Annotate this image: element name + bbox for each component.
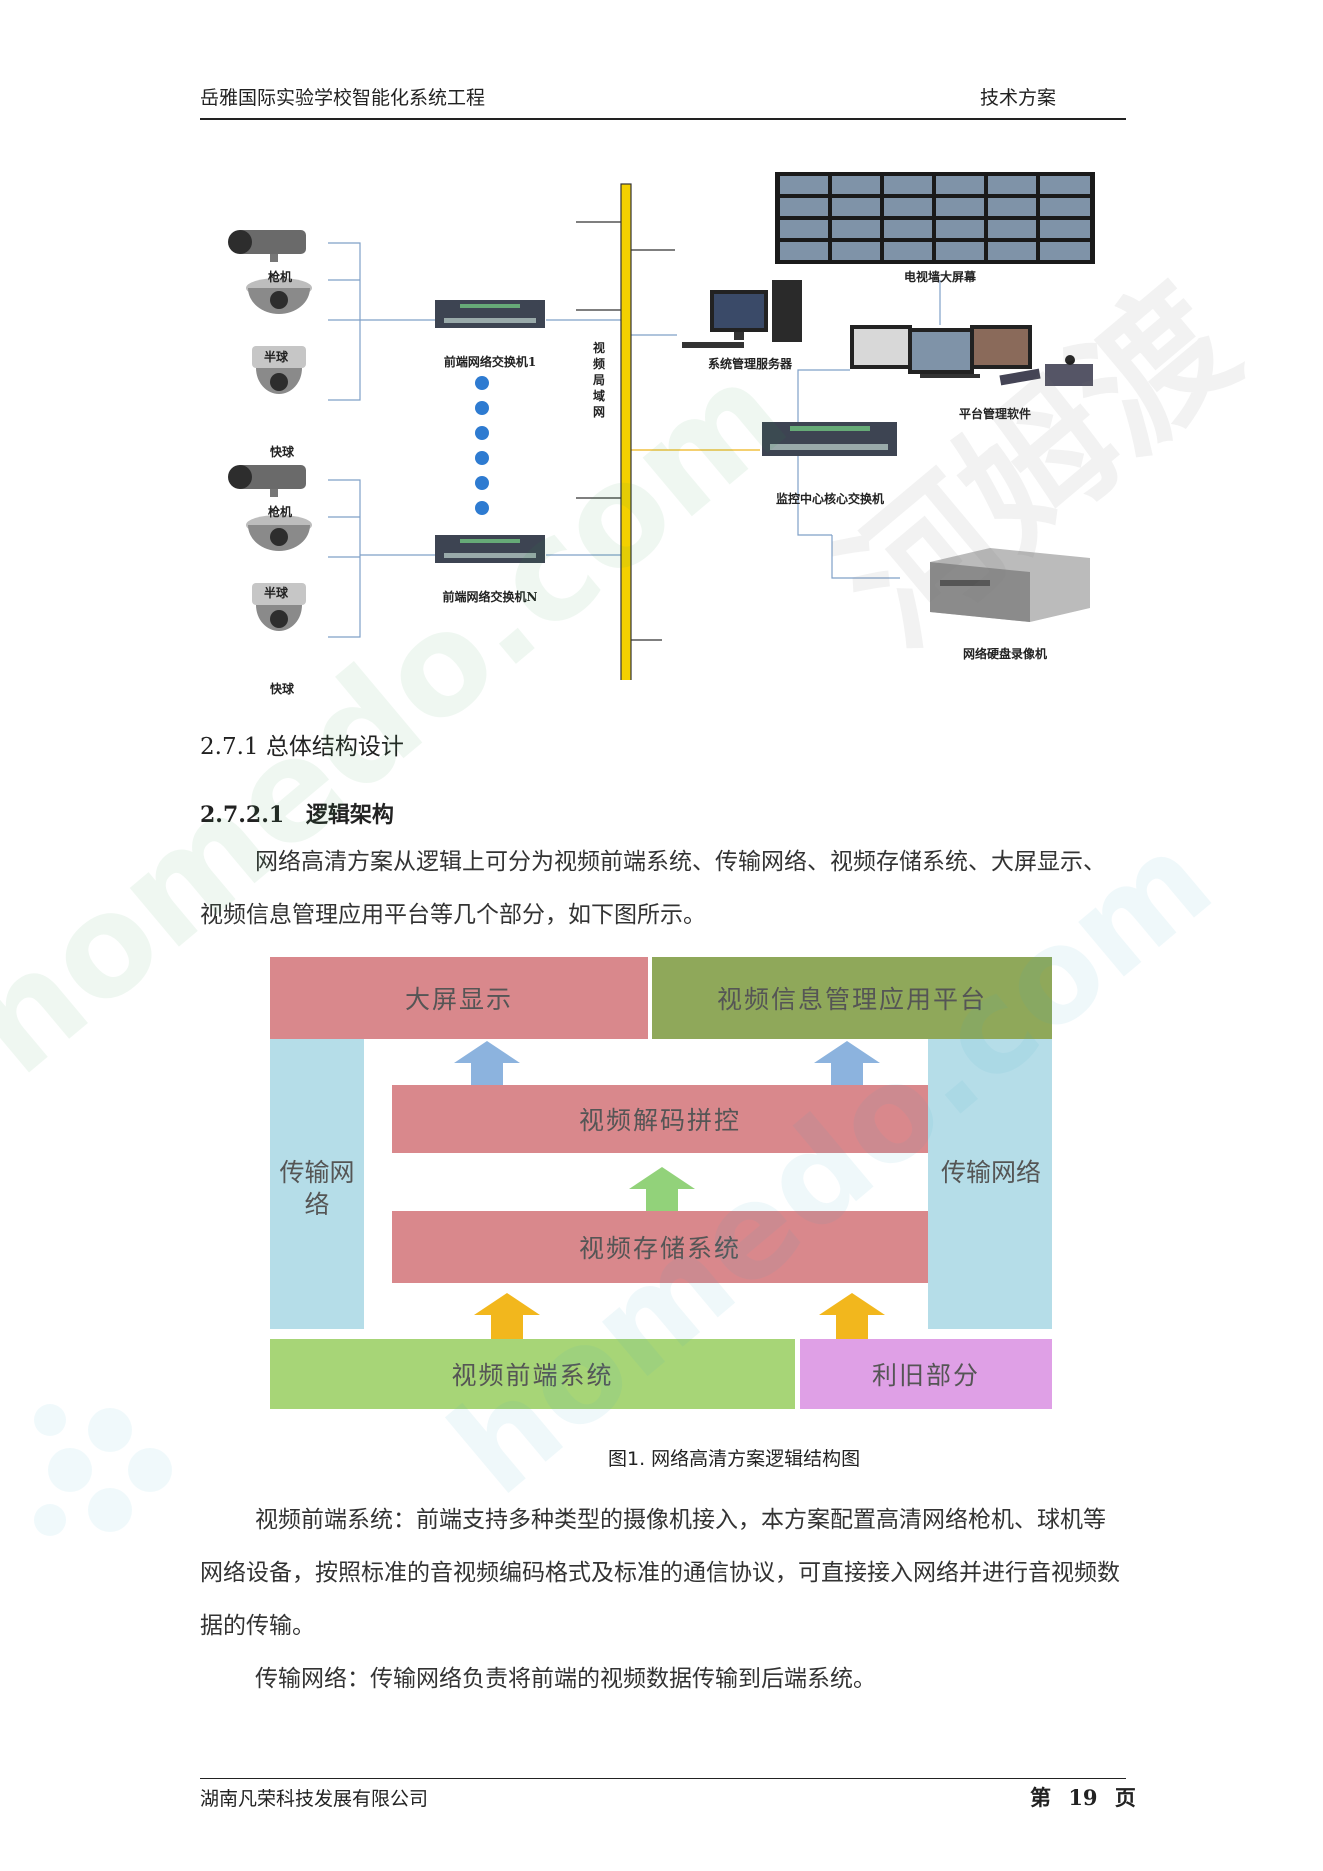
core-switch-label: 监控中心核心交换机 bbox=[775, 492, 884, 506]
camera-label: 快球 bbox=[269, 682, 294, 696]
transport-right-block bbox=[928, 1039, 1052, 1329]
switch-n-icon bbox=[435, 535, 545, 563]
up-arrow-icon bbox=[814, 1041, 880, 1085]
bullet-camera-icon bbox=[228, 465, 306, 497]
transport-right-label: 传输网络 bbox=[940, 1158, 1041, 1187]
subsection-title: 逻辑架构 bbox=[305, 802, 394, 828]
frontend-block: 视频前端系统 bbox=[270, 1339, 795, 1409]
logic-architecture-diagram: 传输网络 传输网络 大屏显示 视频信息管理应用平台 视频解码拼控 视频存储系统 … bbox=[270, 957, 1052, 1409]
video-wall-icon bbox=[775, 172, 1095, 264]
switch-n-label: 前端网络交换机N bbox=[442, 590, 538, 604]
footer-rule bbox=[200, 1778, 1126, 1779]
video-wall-label: 电视墙大屏幕 bbox=[903, 270, 976, 284]
up-arrow-icon bbox=[819, 1293, 885, 1339]
server-label: 系统管理服务器 bbox=[707, 357, 792, 371]
footer-company: 湖南凡荣科技发展有限公司 bbox=[200, 1788, 429, 1810]
page-num: 19 bbox=[1068, 1785, 1098, 1810]
intro-text: 网络高清方案从逻辑上可分为视频前端系统、传输网络、视频存储系统、大屏显示、视频信… bbox=[200, 849, 1106, 928]
camera-label: 枪机 bbox=[267, 505, 292, 519]
up-arrow-icon bbox=[629, 1167, 695, 1211]
big-screen-block: 大屏显示 bbox=[270, 957, 648, 1039]
nvr-icon bbox=[930, 548, 1090, 622]
reuse-block: 利旧部分 bbox=[800, 1339, 1052, 1409]
platform-monitors-icon bbox=[850, 325, 1093, 386]
lan-label: 视频局域网 bbox=[592, 341, 605, 419]
header-title: 岳雅国际实验学校智能化系统工程 bbox=[200, 87, 486, 109]
transport-left-label: 传输网络 bbox=[279, 1158, 355, 1219]
header-rule bbox=[200, 118, 1126, 120]
logic-arrows-svg bbox=[454, 1041, 885, 1339]
switch-1-icon bbox=[435, 300, 545, 328]
speed-dome-camera-icon bbox=[252, 583, 306, 631]
frontend-paragraph: 视频前端系统：前端支持多种类型的摄像机接入，本方案配置高清网络枪机、球机等网络设… bbox=[200, 1507, 1120, 1639]
subsection-heading: 2.7.2.1 逻辑架构 bbox=[200, 797, 394, 829]
page-number: 第 19 页 bbox=[1030, 1782, 1136, 1812]
nvr-label: 网络硬盘录像机 bbox=[962, 647, 1047, 661]
storage-block: 视频存储系统 bbox=[392, 1211, 928, 1283]
figure-caption: 图1. 网络高清方案逻辑结构图 bbox=[608, 1448, 861, 1470]
dome-camera-icon bbox=[246, 278, 312, 314]
subsection-number: 2.7.2.1 bbox=[200, 802, 285, 828]
dome-camera-icon bbox=[246, 515, 312, 551]
page-prefix: 第 bbox=[1030, 1785, 1051, 1810]
network-topology-diagram: 枪机 半球 快球 枪机 半球 快球 前端网络交换机1 前端网络交换机N 视频局域… bbox=[200, 160, 1120, 696]
section-heading: 2.7.1 总体结构设计 bbox=[200, 734, 404, 760]
header-section: 技术方案 bbox=[980, 87, 1057, 109]
core-switch-icon bbox=[762, 422, 897, 456]
camera-label: 枪机 bbox=[267, 270, 292, 284]
transport-left-block bbox=[270, 1039, 364, 1329]
intro-paragraph: 网络高清方案从逻辑上可分为视频前端系统、传输网络、视频存储系统、大屏显示、视频信… bbox=[200, 836, 1125, 942]
decode-block: 视频解码拼控 bbox=[392, 1085, 928, 1153]
camera-label: 半球 bbox=[263, 586, 288, 600]
switch-1-label: 前端网络交换机1 bbox=[443, 355, 537, 369]
up-arrow-icon bbox=[454, 1041, 520, 1085]
topology-svg bbox=[228, 172, 1095, 685]
server-pc-icon bbox=[682, 280, 802, 348]
page-suffix: 页 bbox=[1114, 1785, 1136, 1810]
speed-dome-camera-icon bbox=[252, 346, 306, 394]
camera-label: 半球 bbox=[263, 350, 288, 364]
bullet-camera-icon bbox=[228, 230, 306, 262]
transport-paragraph: 传输网络：传输网络负责将前端的视频数据传输到后端系统。 bbox=[255, 1666, 876, 1692]
ellipsis-dots bbox=[475, 376, 489, 515]
body-paragraphs: 视频前端系统：前端支持多种类型的摄像机接入，本方案配置高清网络枪机、球机等网络设… bbox=[200, 1494, 1125, 1706]
up-arrow-icon bbox=[474, 1293, 540, 1339]
platform-label: 平台管理软件 bbox=[958, 407, 1031, 421]
platform-block: 视频信息管理应用平台 bbox=[652, 957, 1052, 1039]
camera-label: 快球 bbox=[269, 445, 294, 459]
